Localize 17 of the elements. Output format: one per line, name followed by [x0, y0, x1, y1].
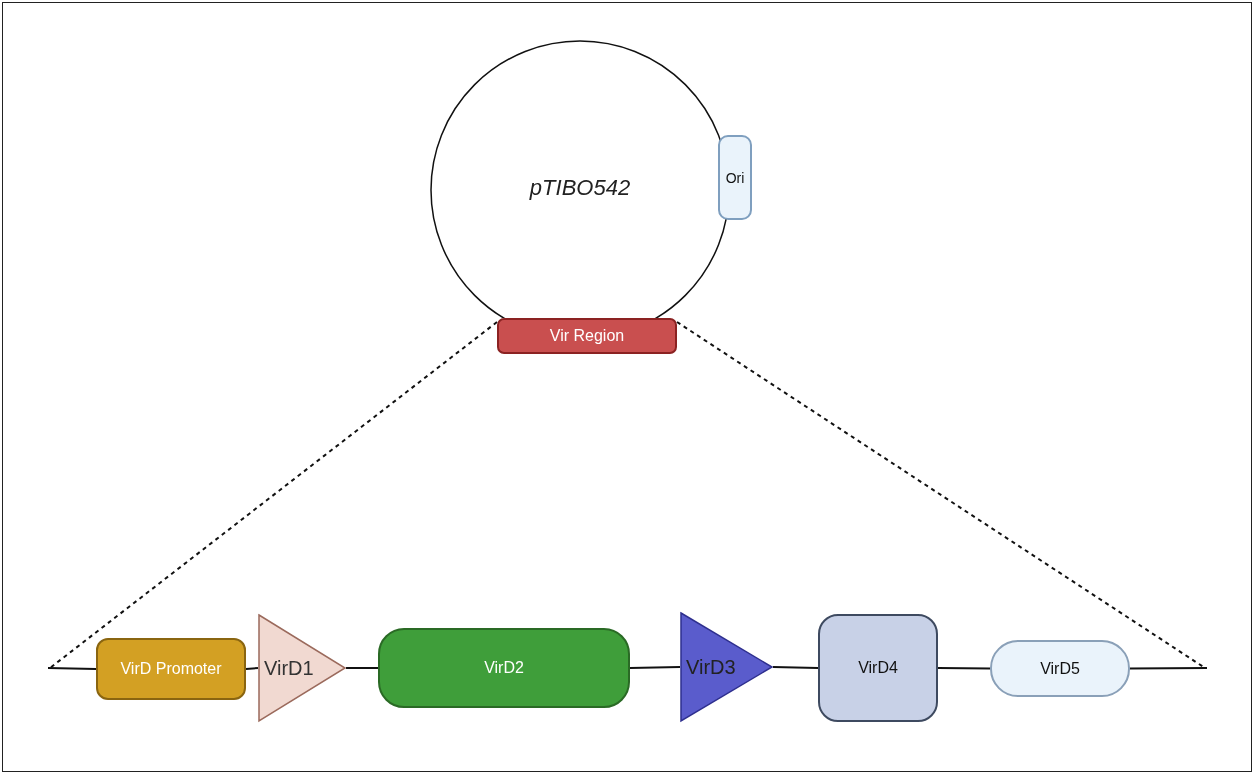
- gene-box: VirD5: [990, 640, 1130, 697]
- gene-box: VirD2: [378, 628, 630, 708]
- backbone-line: [47, 667, 97, 670]
- backbone-line: [245, 667, 259, 670]
- zoom-line: [49, 321, 498, 669]
- gene-triangle: VirD1: [258, 614, 346, 722]
- zoom-line: [676, 321, 1206, 669]
- origin-marker: Ori: [718, 135, 752, 220]
- gene-triangle: VirD3: [680, 612, 773, 722]
- gene-box: VirD4: [818, 614, 938, 722]
- backbone-line: [345, 667, 379, 669]
- backbone-line: [937, 667, 991, 670]
- region-marker: Vir Region: [497, 318, 677, 354]
- promoter-box: VirD Promoter: [96, 638, 246, 700]
- backbone-line: [1129, 667, 1208, 670]
- backbone-line: [629, 666, 681, 669]
- backbone-line: [772, 666, 819, 669]
